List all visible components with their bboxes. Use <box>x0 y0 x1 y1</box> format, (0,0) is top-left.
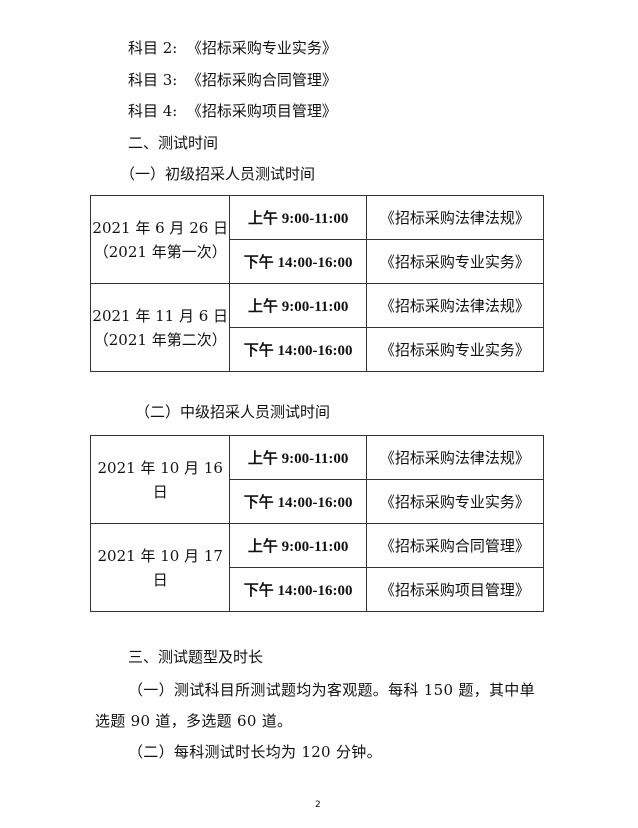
date-note: （2021 年第二次） <box>93 330 227 349</box>
section-3-title: 三、测试题型及时长 <box>128 648 264 666</box>
section-3-para1-line1: （一）测试科目所测试题均为客观题。每科 150 题，其中单 <box>128 681 535 699</box>
section-2-sub1: （一）初级招采人员测试时间 <box>120 165 316 183</box>
time-cell: 下午 14:00-16:00 <box>229 567 367 612</box>
page-number: 2 <box>315 800 321 810</box>
time-cell: 下午 14:00-16:00 <box>229 479 367 524</box>
section-3-para1-line2: 选题 90 道，多选题 60 道。 <box>95 712 293 730</box>
subject-name: 《招标采购项目管理》 <box>186 102 337 120</box>
date-note: （2021 年第一次） <box>93 242 227 261</box>
time-cell: 下午 14:00-16:00 <box>229 239 367 284</box>
time-cell: 下午 14:00-16:00 <box>229 327 367 372</box>
subject-cell: 《招标采购法律法规》 <box>365 283 545 328</box>
subject-cell: 《招标采购项目管理》 <box>365 567 545 612</box>
time-cell: 上午 9:00-11:00 <box>229 435 367 480</box>
subject-cell: 《招标采购法律法规》 <box>365 435 545 480</box>
table-row: 2021 年 10 月 16 日 上午 9:00-11:00 《招标采购法律法规… <box>89 435 545 524</box>
date-cell: 2021 年 11 月 6 日 （2021 年第二次） <box>89 283 231 372</box>
subject-name: 《招标采购专业实务》 <box>186 39 337 57</box>
subject-label: 科目 3: <box>128 71 178 89</box>
date-cell: 2021 年 6 月 26 日 （2021 年第一次） <box>89 195 231 284</box>
subject-label: 科目 4: <box>128 102 178 120</box>
subject-cell: 《招标采购专业实务》 <box>365 327 545 372</box>
subject-cell: 《招标采购合同管理》 <box>365 523 545 568</box>
table-row: 下午 14:00-16:00 《招标采购专业实务》 <box>91 327 545 372</box>
table-row: 2021 年 6 月 26 日 （2021 年第一次） 上午 9:00-11:0… <box>89 195 545 284</box>
time-cell: 上午 9:00-11:00 <box>229 195 367 240</box>
subject-line-3: 科目 3: 《招标采购合同管理》 <box>128 70 337 90</box>
table-row: 下午 14:00-16:00 《招标采购项目管理》 <box>91 567 545 612</box>
date-cell: 2021 年 10 月 16 日 <box>89 435 231 524</box>
table-row: 2021 年 10 月 17 日 上午 9:00-11:00 《招标采购合同管理… <box>89 523 545 612</box>
time-cell: 上午 9:00-11:00 <box>229 283 367 328</box>
table-row: 下午 14:00-16:00 《招标采购专业实务》 <box>91 239 545 284</box>
section-2-title: 二、测试时间 <box>128 134 219 152</box>
subject-cell: 《招标采购专业实务》 <box>365 479 545 524</box>
table-row: 2021 年 11 月 6 日 （2021 年第二次） 上午 9:00-11:0… <box>89 283 545 372</box>
subject-line-4: 科目 4: 《招标采购项目管理》 <box>128 101 337 121</box>
date-text: 2021 年 6 月 26 日 <box>92 218 229 237</box>
section-3-para2: （二）每科测试时长均为 120 分钟。 <box>128 743 382 761</box>
section-2-sub2: （二）中级招采人员测试时间 <box>135 403 331 421</box>
time-cell: 上午 9:00-11:00 <box>229 523 367 568</box>
subject-line-2: 科目 2: 《招标采购专业实务》 <box>128 38 337 58</box>
date-text: 2021 年 11 月 6 日 <box>92 306 229 325</box>
subject-cell: 《招标采购法律法规》 <box>365 195 545 240</box>
table-row: 下午 14:00-16:00 《招标采购专业实务》 <box>91 479 545 524</box>
junior-schedule-table: 2021 年 6 月 26 日 （2021 年第一次） 上午 9:00-11:0… <box>89 195 545 372</box>
date-cell: 2021 年 10 月 17 日 <box>89 523 231 612</box>
subject-cell: 《招标采购专业实务》 <box>365 239 545 284</box>
intermediate-schedule-table: 2021 年 10 月 16 日 上午 9:00-11:00 《招标采购法律法规… <box>89 435 545 612</box>
subject-name: 《招标采购合同管理》 <box>186 71 337 89</box>
subject-label: 科目 2: <box>128 39 178 57</box>
